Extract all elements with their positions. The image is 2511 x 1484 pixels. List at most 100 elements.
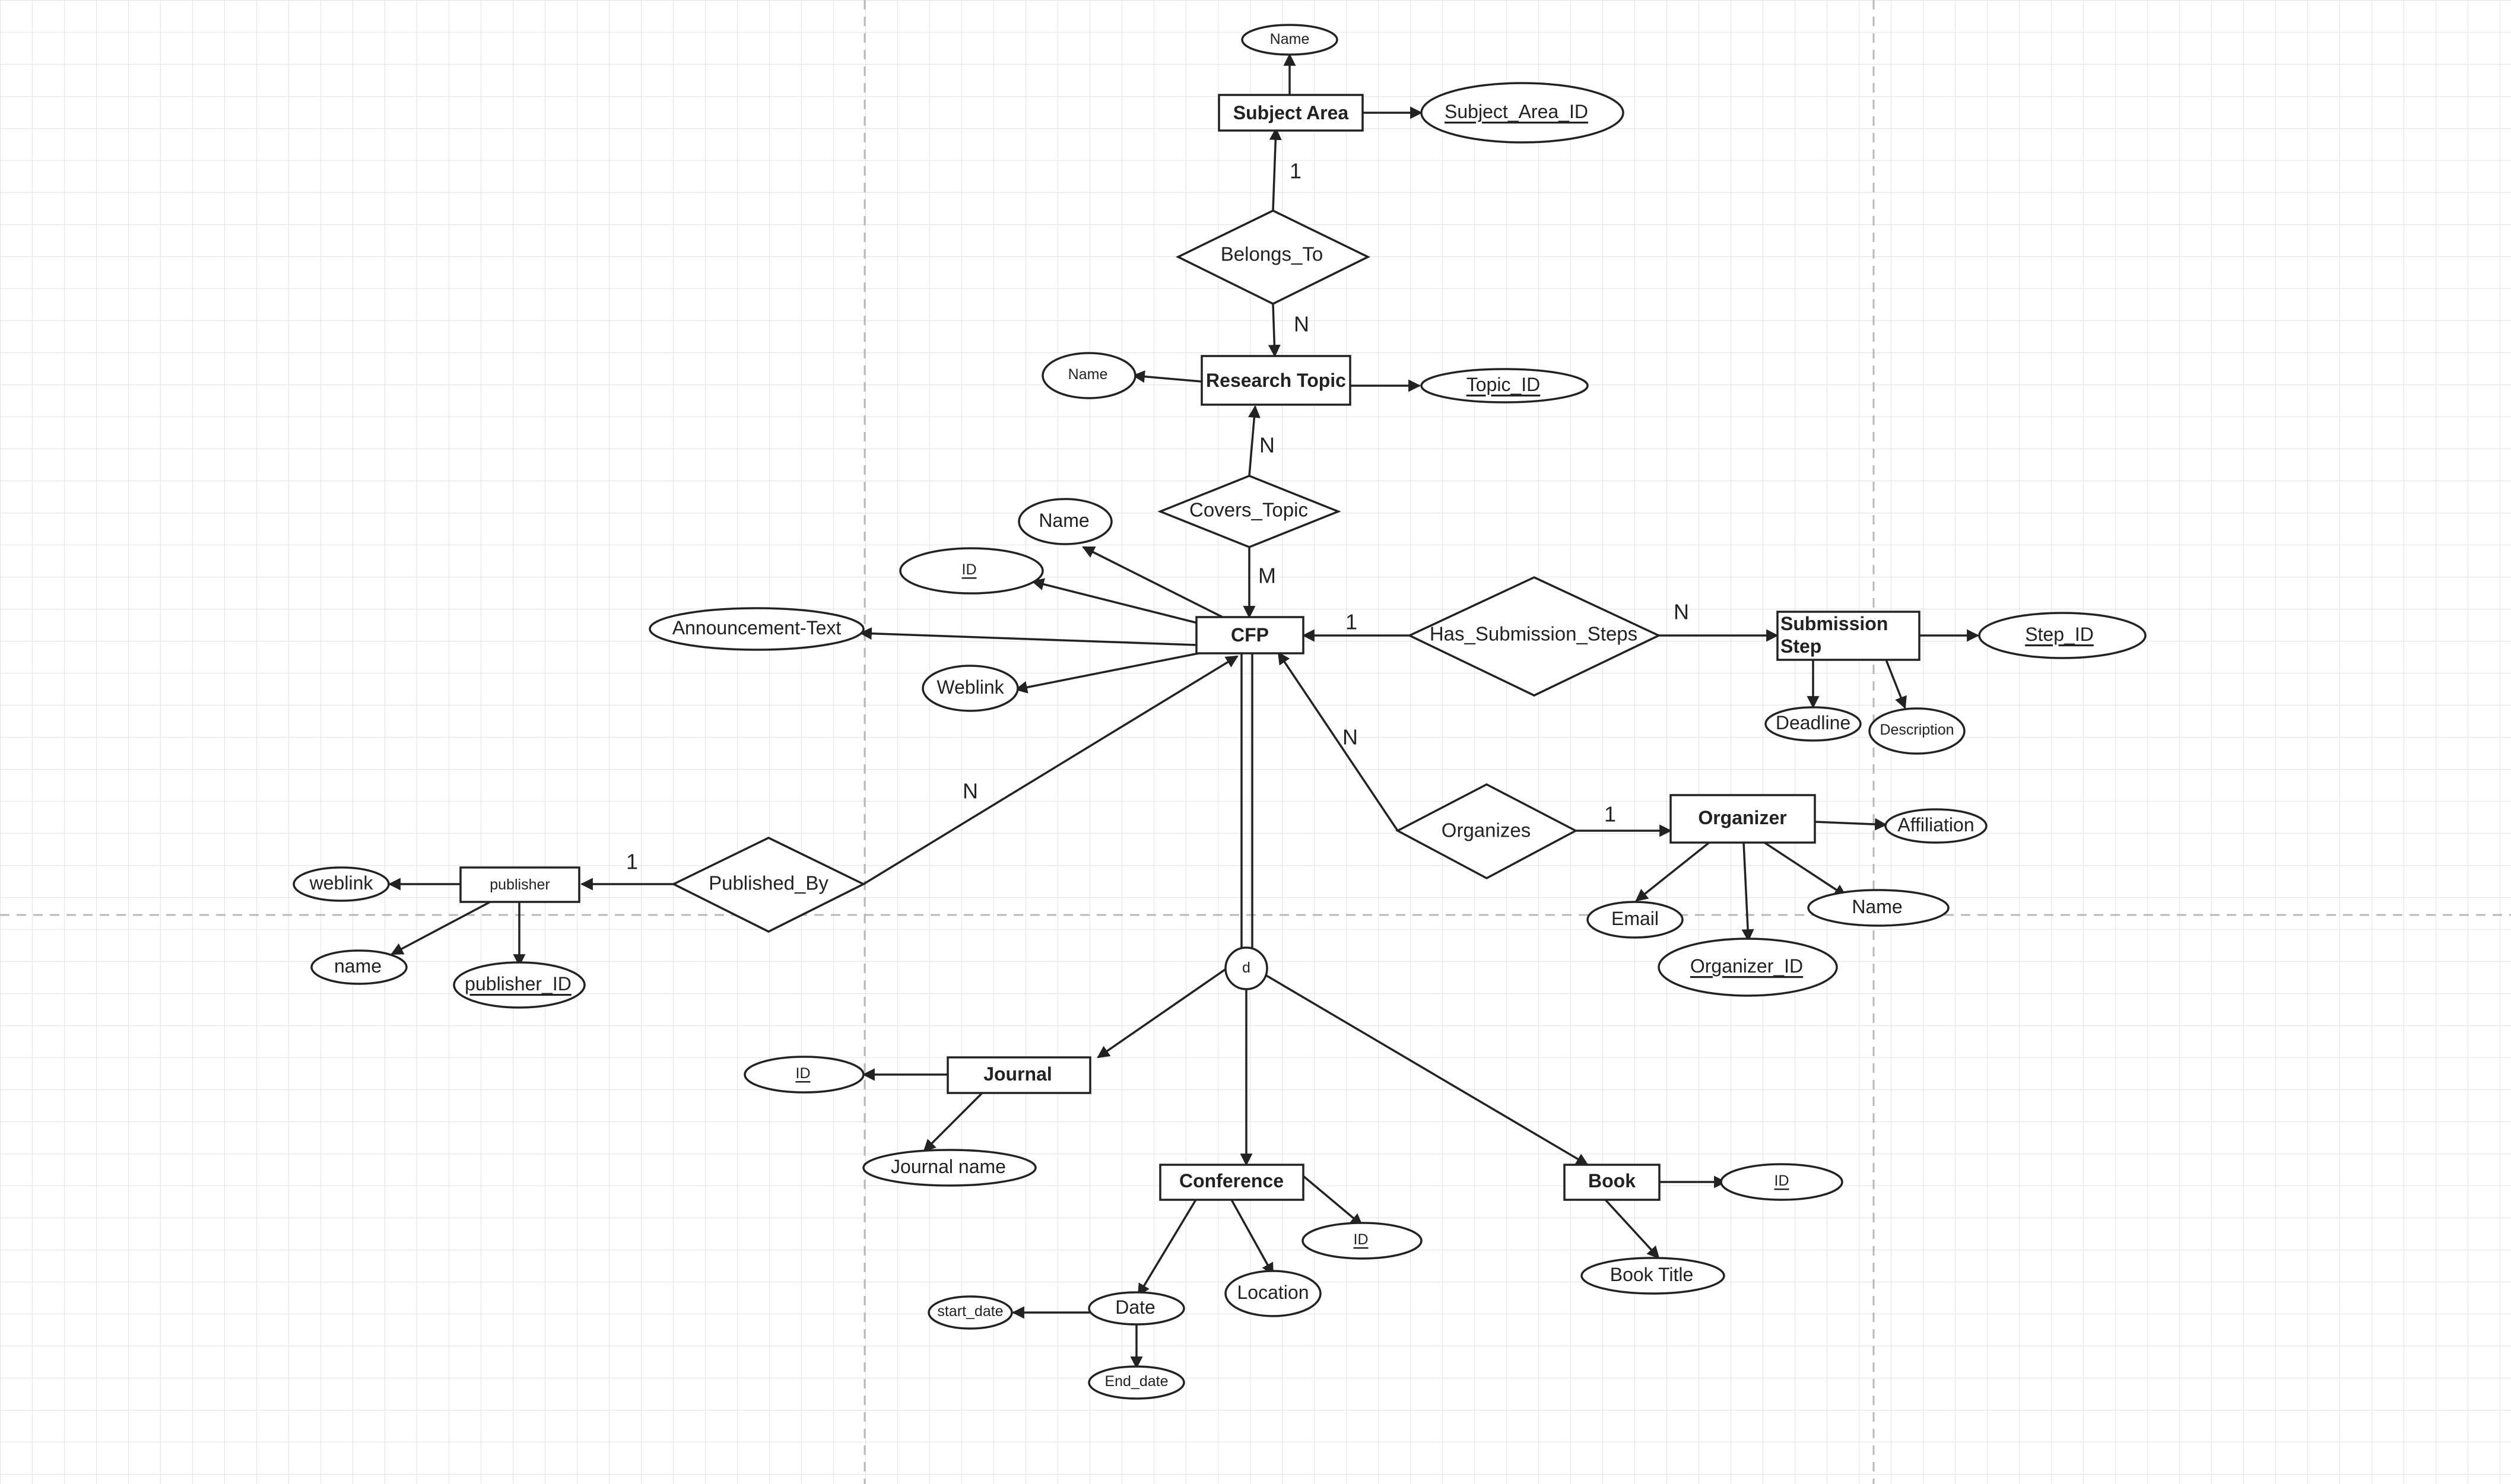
edge-topic-name bbox=[1132, 370, 1202, 383]
entity-publisher[interactable]: publisher bbox=[459, 866, 580, 903]
edge-organizer-affiliation bbox=[1814, 818, 1888, 831]
edge-organizer-name bbox=[1764, 841, 1847, 897]
relationship-covers-topic-label: Covers_Topic bbox=[1189, 499, 1308, 521]
entity-research-topic[interactable]: Research Topic bbox=[1201, 355, 1351, 406]
attr-book-id-label: ID bbox=[1774, 1172, 1789, 1189]
attr-organizer-name[interactable]: Name bbox=[1807, 889, 1950, 927]
attr-cfp-announcement[interactable]: Announcement-Text bbox=[649, 607, 865, 651]
entity-subject-area[interactable]: Subject Area bbox=[1218, 94, 1364, 132]
attr-organizer-email[interactable]: Email bbox=[1586, 901, 1684, 939]
card-belongs-to-subject: 1 bbox=[1290, 159, 1301, 183]
edge-organizer-id bbox=[1741, 842, 1754, 942]
entity-publisher-label: publisher bbox=[490, 876, 550, 893]
edge-published-by-cfp bbox=[863, 655, 1239, 885]
entity-submission-step[interactable]: Submission Step bbox=[1776, 611, 1920, 661]
card-has-steps-step: N bbox=[1674, 600, 1689, 624]
attr-step-deadline[interactable]: Deadline bbox=[1764, 706, 1862, 742]
entity-conference[interactable]: Conference bbox=[1159, 1164, 1304, 1201]
entity-conference-label: Conference bbox=[1179, 1170, 1284, 1191]
edge-publisher-name bbox=[391, 901, 491, 955]
attr-publisher-weblink[interactable]: weblink bbox=[293, 866, 390, 902]
specialization-symbol: d bbox=[1242, 959, 1250, 976]
edge-cfp-name bbox=[1082, 546, 1223, 618]
attr-step-id-label: Step_ID bbox=[2025, 624, 2094, 645]
attr-cfp-name-label: Name bbox=[1039, 510, 1089, 531]
entity-organizer-label: Organizer bbox=[1698, 807, 1786, 828]
attr-conference-location[interactable]: Location bbox=[1224, 1270, 1322, 1317]
entity-book-label: Book bbox=[1588, 1170, 1636, 1191]
relationship-has-submission-steps-label: Has_Submission_Steps bbox=[1430, 623, 1637, 645]
edge-conference-location bbox=[1230, 1199, 1274, 1276]
relationship-covers-topic[interactable]: Covers_Topic bbox=[1157, 475, 1341, 548]
attr-journal-id-label: ID bbox=[796, 1065, 811, 1082]
relationship-published-by-label: Published_By bbox=[709, 872, 828, 894]
relationship-organizes[interactable]: Organizes bbox=[1395, 783, 1578, 879]
relationship-has-submission-steps[interactable]: Has_Submission_Steps bbox=[1407, 576, 1662, 697]
attr-conference-date[interactable]: Date bbox=[1088, 1291, 1185, 1326]
attr-subject-area-id-label: Subject_Area_ID bbox=[1445, 101, 1588, 122]
attr-cfp-weblink[interactable]: Weblink bbox=[922, 665, 1019, 712]
edge-cfp-weblink bbox=[1014, 652, 1202, 694]
attr-conference-start-date-label: start_date bbox=[937, 1303, 1003, 1320]
edge-journal-name bbox=[923, 1092, 983, 1152]
attributes: Name Subject_Area_ID Name Topic_ID Name … bbox=[293, 24, 2147, 1400]
entity-submission-step-label-line2: Step bbox=[1780, 635, 1821, 657]
attr-publisher-id[interactable]: publisher_ID bbox=[453, 961, 586, 1009]
attr-book-title[interactable]: Book Title bbox=[1580, 1257, 1725, 1295]
relationship-organizes-label: Organizes bbox=[1442, 819, 1531, 841]
card-covers-topic-cfp: M bbox=[1258, 564, 1276, 588]
attr-topic-id[interactable]: Topic_ID bbox=[1420, 368, 1589, 403]
attr-cfp-id[interactable]: ID bbox=[899, 547, 1044, 595]
attr-publisher-id-label: publisher_ID bbox=[465, 973, 572, 994]
attr-organizer-id-label: Organizer_ID bbox=[1690, 955, 1803, 977]
attr-topic-name-label: Name bbox=[1068, 366, 1108, 383]
relationship-belongs-to[interactable]: Belongs_To bbox=[1176, 209, 1370, 305]
card-belongs-to-topic: N bbox=[1294, 312, 1309, 336]
attr-publisher-name[interactable]: name bbox=[310, 949, 408, 985]
attr-step-id[interactable]: Step_ID bbox=[1978, 612, 2147, 659]
cardinality-labels: 1 N N M 1 N N 1 N 1 bbox=[626, 159, 1689, 874]
card-covers-topic-topic: N bbox=[1259, 433, 1275, 457]
edge-conference-id bbox=[1302, 1175, 1363, 1226]
attr-subject-area-id[interactable]: Subject_Area_ID bbox=[1420, 82, 1624, 144]
attr-organizer-affiliation[interactable]: Affiliation bbox=[1884, 808, 1988, 844]
relationship-published-by[interactable]: Published_By bbox=[671, 837, 866, 933]
edge-covers-topic-topic bbox=[1247, 405, 1261, 476]
attr-conference-start-date[interactable]: start_date bbox=[928, 1295, 1013, 1330]
attr-step-description-label: Description bbox=[1880, 722, 1954, 738]
attr-conference-id[interactable]: ID bbox=[1301, 1222, 1423, 1260]
entity-journal[interactable]: Journal bbox=[947, 1056, 1091, 1094]
specialization-disjoint[interactable]: d bbox=[1224, 946, 1268, 990]
attr-conference-end-date-label: End_date bbox=[1104, 1373, 1168, 1390]
entity-subject-area-label: Subject Area bbox=[1233, 102, 1349, 123]
attr-topic-id-label: Topic_ID bbox=[1466, 374, 1541, 395]
entity-organizer[interactable]: Organizer bbox=[1669, 794, 1816, 844]
entity-cfp[interactable]: CFP bbox=[1195, 616, 1304, 654]
attr-book-id[interactable]: ID bbox=[1720, 1163, 1843, 1201]
edge-organizes-cfp bbox=[1277, 652, 1399, 831]
attr-organizer-affiliation-label: Affiliation bbox=[1897, 814, 1974, 835]
edge-cfp-id bbox=[1031, 578, 1198, 624]
attr-conference-date-label: Date bbox=[1115, 1296, 1155, 1318]
attr-journal-name[interactable]: Journal name bbox=[862, 1149, 1037, 1187]
attr-step-description[interactable]: Description bbox=[1868, 707, 1966, 755]
attr-organizer-email-label: Email bbox=[1611, 908, 1659, 929]
entity-book[interactable]: Book bbox=[1563, 1164, 1661, 1201]
attr-subject-area-name-label: Name bbox=[1270, 31, 1310, 47]
attr-publisher-name-label: name bbox=[334, 955, 382, 977]
attr-cfp-weblink-label: Weblink bbox=[937, 676, 1004, 698]
entity-cfp-label: CFP bbox=[1231, 624, 1269, 646]
attr-journal-name-label: Journal name bbox=[891, 1156, 1006, 1177]
edge-belongs-to-topic bbox=[1268, 303, 1281, 358]
relationship-belongs-to-label: Belongs_To bbox=[1221, 243, 1323, 265]
attr-cfp-id-label: ID bbox=[962, 561, 977, 578]
edge-organizer-email bbox=[1635, 841, 1710, 902]
attr-subject-area-name[interactable]: Name bbox=[1241, 24, 1338, 56]
attr-conference-end-date[interactable]: End_date bbox=[1088, 1365, 1185, 1400]
attr-journal-id[interactable]: ID bbox=[744, 1056, 865, 1094]
attr-cfp-name[interactable]: Name bbox=[1018, 498, 1113, 545]
attr-organizer-id[interactable]: Organizer_ID bbox=[1658, 938, 1838, 997]
attr-topic-name[interactable]: Name bbox=[1042, 352, 1137, 399]
